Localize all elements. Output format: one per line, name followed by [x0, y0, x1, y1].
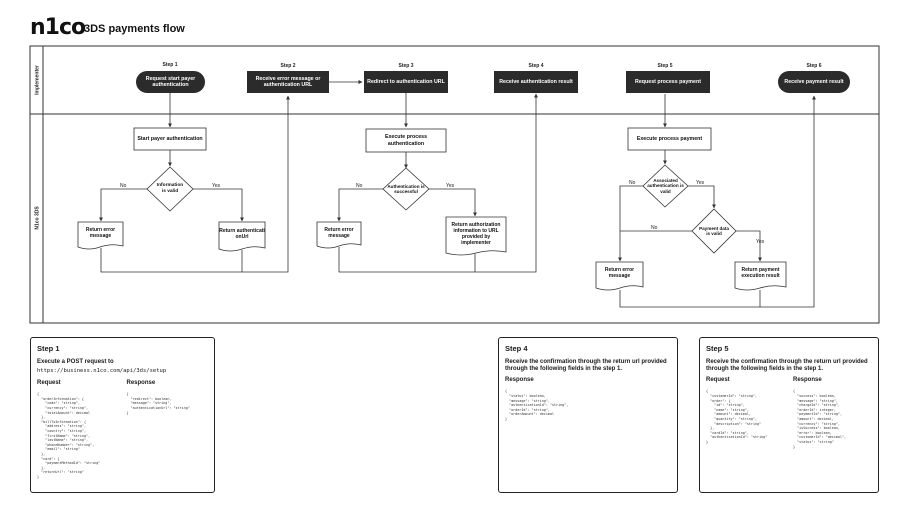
branch-yes-4: Yes	[756, 239, 765, 245]
step-label-3: Step 3	[398, 63, 413, 69]
card-step-1: Step 1 Execute a POST request to https:/…	[30, 337, 215, 493]
card-step-1-desc: Execute a POST request to	[37, 359, 114, 365]
doc-text-return-error-1: Return error message	[85, 227, 116, 239]
card-step-4-response-label: Response	[505, 377, 534, 384]
doc-text-return-auth-info: Return authorization information to URL …	[451, 221, 501, 246]
node-text-request-start: Request start payer authentication	[145, 75, 196, 88]
node-receive-error-or-url	[247, 71, 329, 93]
node-text-receive-payment-result: Receive payment result	[784, 78, 844, 85]
branch-yes-2: Yes	[446, 183, 455, 189]
node-execute-process-payment	[627, 127, 712, 151]
node-receive-payment-result	[778, 71, 850, 93]
branch-no-3: No	[629, 180, 636, 186]
card-step-1-response-label: Response	[126, 380, 156, 387]
card-step-4: Step 4 Receive the confirmation through …	[498, 337, 678, 493]
step-label-2: Step 2	[280, 63, 295, 69]
branch-no-1: No	[120, 183, 127, 189]
decision-payment-data-valid	[691, 208, 737, 254]
branch-no-4: No	[651, 225, 658, 231]
card-step-5-response: Response { "success": boolean, "message"…	[793, 377, 872, 449]
card-step-1-title: Step 1	[37, 344, 60, 353]
card-step-1-request-label: Request	[37, 380, 61, 387]
card-step-1-request-code: { "orderInformation": { "code": "string"…	[37, 392, 101, 479]
card-step-4-response-code: { "status": boolean, "message": "string"…	[505, 389, 569, 421]
decision-text-auth-successful: Authentication is successful	[387, 183, 425, 194]
card-step-1-response: Response { "redirect": boolean, "message…	[127, 380, 209, 479]
node-text-receive-error-url: Receive error message or authentication …	[255, 75, 321, 88]
step-label-6: Step 6	[806, 63, 821, 69]
card-step-1-url: https://business.n1co.com/api/3ds/setup	[37, 368, 167, 375]
card-step-5-request-label: Request	[706, 377, 730, 384]
node-execute-process-auth	[365, 128, 447, 153]
decision-text-payment-data: Payment data is valid	[699, 225, 729, 236]
node-receive-auth-result	[494, 71, 578, 93]
step-label-5: Step 5	[657, 63, 672, 69]
swimlane-frame	[29, 45, 880, 324]
card-step-1-request: Request { "orderInformation": { "code": …	[37, 380, 119, 479]
card-step-5-request-code: { "customerId": "string", "order": { "id…	[706, 389, 768, 444]
node-request-start-payer-auth	[136, 71, 205, 93]
page-title: 3DS payments flow	[84, 23, 185, 35]
card-step-1-response-code: { "redirect": boolean, "message": "strin…	[126, 392, 190, 415]
card-step-5-response-label: Response	[793, 377, 822, 384]
doc-text-return-payment-result: Return payment execution result	[741, 267, 780, 279]
node-start-payer-auth	[133, 127, 207, 151]
card-step-4-title: Step 4	[505, 344, 528, 353]
node-text-start-payer-auth: Start payer authentication	[137, 135, 203, 142]
branch-yes-3: Yes	[696, 180, 705, 186]
branch-no-2: No	[356, 183, 363, 189]
flow-diagram: Implementer N1co 3DS Step 1 Step 2 Step …	[29, 45, 880, 324]
step-label-4: Step 4	[528, 63, 543, 69]
lane-label-n1co: N1co 3DS	[34, 206, 40, 230]
doc-text-return-error-2: Return error message	[324, 226, 354, 239]
doc-return-error-3	[595, 261, 644, 291]
doc-return-error-2	[316, 221, 362, 249]
branch-yes-1: Yes	[212, 183, 221, 189]
doc-return-auth-info	[445, 216, 507, 256]
doc-text-return-error-3: Return error message	[604, 267, 635, 279]
doc-return-error-1	[77, 221, 124, 250]
decision-auth-successful	[382, 167, 430, 211]
card-step-4-desc: Receive the confirmation through the ret…	[505, 359, 667, 373]
node-text-receive-auth-result: Receive authentication result	[499, 78, 573, 85]
decision-text-associated-auth: Associated authentication is valid	[647, 178, 684, 194]
node-text-redirect: Redirect to authentication URL	[367, 78, 445, 85]
card-step-5-desc: Receive the confirmation through the ret…	[706, 359, 868, 373]
decision-text-information-valid: Information is valid	[156, 183, 184, 194]
node-text-execute-auth: Execute process authentication	[384, 134, 428, 147]
card-step-4-response: Response { "status": boolean, "message":…	[505, 377, 671, 421]
card-step-5-request: Request { "customerId": "string", "order…	[706, 377, 785, 449]
doc-return-payment-result	[734, 261, 787, 291]
node-text-request-process: Request process payment	[635, 78, 701, 85]
doc-return-auth-url	[218, 221, 266, 252]
card-step-5-title: Step 5	[706, 344, 729, 353]
card-step-5-response-code: { "success": boolean, "message": "string…	[793, 389, 847, 449]
card-step-5: Step 5 Receive the confirmation through …	[699, 337, 879, 493]
decision-associated-auth-valid	[642, 164, 689, 208]
node-request-process-payment	[626, 71, 710, 93]
node-text-execute-payment: Execute process payment	[636, 135, 703, 142]
doc-text-return-auth-url: Return authenticationUrl	[219, 228, 265, 240]
lane-label-implementer: Implementer	[34, 65, 40, 95]
node-redirect-auth-url	[364, 71, 448, 93]
n1co-logo: n1co	[30, 15, 86, 40]
decision-information-valid	[146, 166, 194, 212]
step-label-1: Step 1	[162, 62, 177, 68]
